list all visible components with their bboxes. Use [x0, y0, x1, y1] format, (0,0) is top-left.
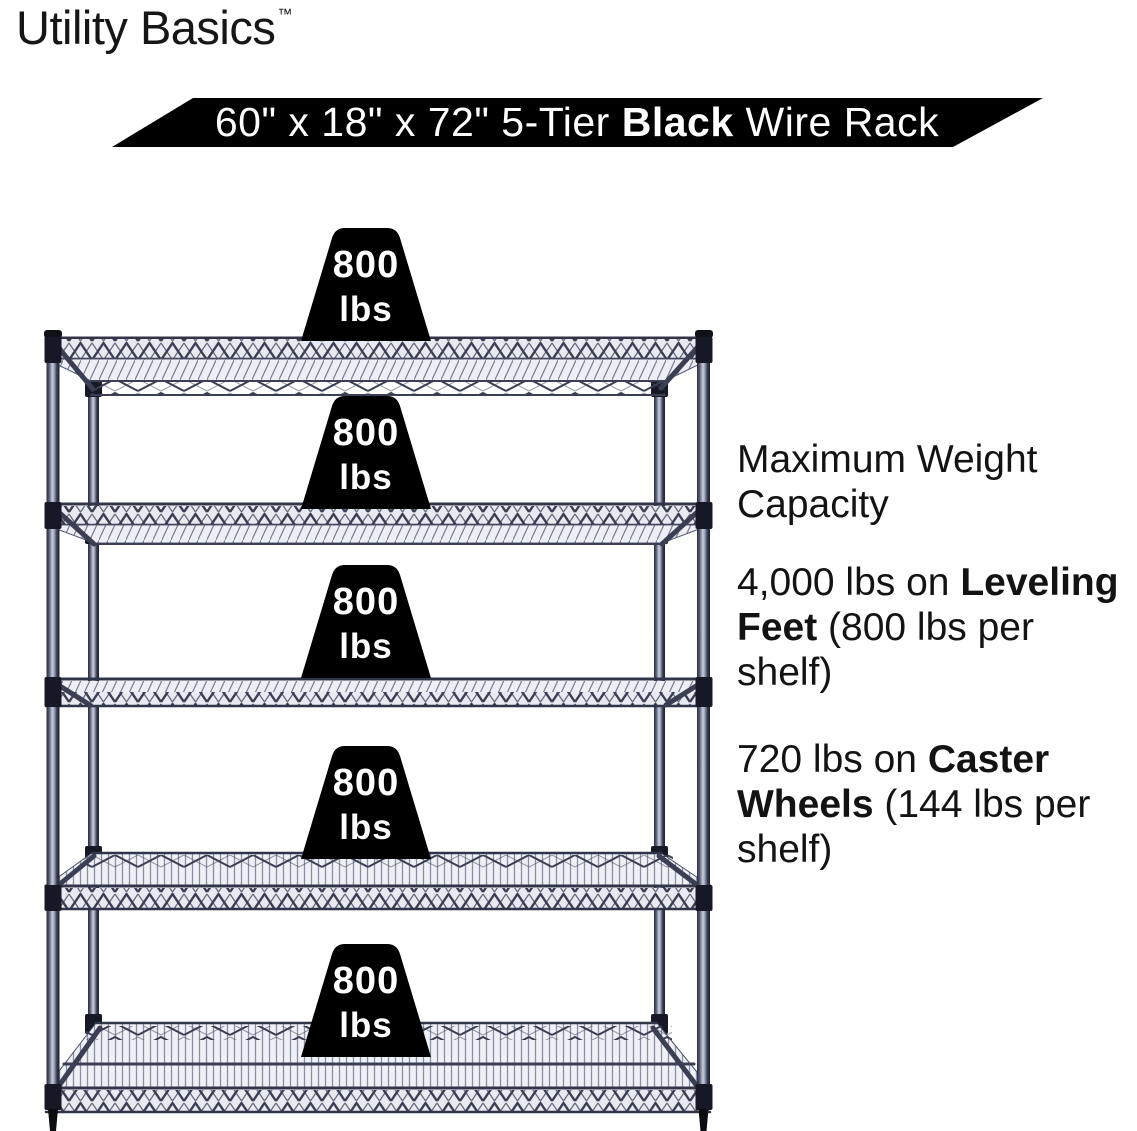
- weight-badge-3: 800 lbs: [301, 565, 431, 678]
- leveling-text-2: (800 lbs per: [817, 606, 1034, 649]
- badge-1-unit: lbs: [339, 290, 393, 329]
- banner-dimensions: 60" x 18" x 72" 5-Tier: [214, 99, 622, 145]
- badge-3-unit: lbs: [339, 627, 393, 666]
- capacity-heading-line2: Capacity: [737, 483, 889, 526]
- weight-badges: 800 lbs 800 lbs 800 lbs 800 lbs 800: [301, 228, 431, 1057]
- weight-badge-4: 800 lbs: [301, 746, 431, 859]
- badge-1-value: 800: [333, 244, 399, 286]
- banner-product-type: Wire Rack: [733, 99, 940, 145]
- rack-front-post-collars: [44, 337, 713, 1110]
- right-leveling-foot: [698, 1109, 709, 1131]
- badge-4-value: 800: [333, 762, 399, 804]
- weight-badge-2: 800 lbs: [301, 396, 431, 509]
- rack-front-right-post: [697, 331, 710, 1109]
- leveling-text-1: 4,000 lbs on: [737, 561, 961, 604]
- badge-5-unit: lbs: [339, 1006, 393, 1045]
- title-banner-shape: [112, 98, 1043, 147]
- shelf-1: [44, 336, 712, 396]
- rack-front-left-post: [46, 331, 60, 1109]
- caster-text-2: (144 lbs per: [873, 783, 1091, 826]
- badge-4-unit: lbs: [339, 808, 393, 847]
- shelf-2: [44, 502, 712, 547]
- caster-bold-1: Caster: [927, 738, 1050, 781]
- weight-badge-5: 800 lbs: [301, 944, 431, 1057]
- shelf-4: [44, 851, 712, 911]
- badge-2-unit: lbs: [339, 458, 393, 497]
- title-banner: 60" x 18" x 72" 5-Tier Black Wire Rack: [152, 98, 1002, 147]
- right-post-cap: [695, 330, 713, 338]
- trademark-symbol: ™: [277, 6, 292, 23]
- leveling-bold-2: Feet: [737, 606, 818, 649]
- leveling-text-3: shelf): [737, 651, 833, 694]
- shelf-3: [44, 677, 712, 708]
- wire-rack: [44, 336, 712, 1114]
- badge-3-value: 800: [333, 581, 399, 623]
- weight-badge-1: 800 lbs: [301, 228, 431, 341]
- capacity-heading-line1: Maximum Weight: [737, 438, 1038, 481]
- badge-2-value: 800: [333, 412, 399, 454]
- rack-front-posts: [44, 330, 713, 1131]
- caster-text-1: 720 lbs on: [737, 738, 928, 781]
- banner-color-word: Black: [621, 99, 734, 145]
- brand-name: Utility Basics: [16, 1, 276, 54]
- left-leveling-foot: [48, 1109, 58, 1131]
- left-post-cap: [44, 330, 62, 338]
- caster-text-3: shelf): [737, 828, 833, 871]
- title-banner-text: 60" x 18" x 72" 5-Tier Black Wire Rack: [215, 99, 939, 146]
- caster-bold-2: Wheels: [737, 783, 874, 826]
- leveling-bold-1: Leveling: [960, 561, 1119, 604]
- badge-5-value: 800: [333, 960, 399, 1002]
